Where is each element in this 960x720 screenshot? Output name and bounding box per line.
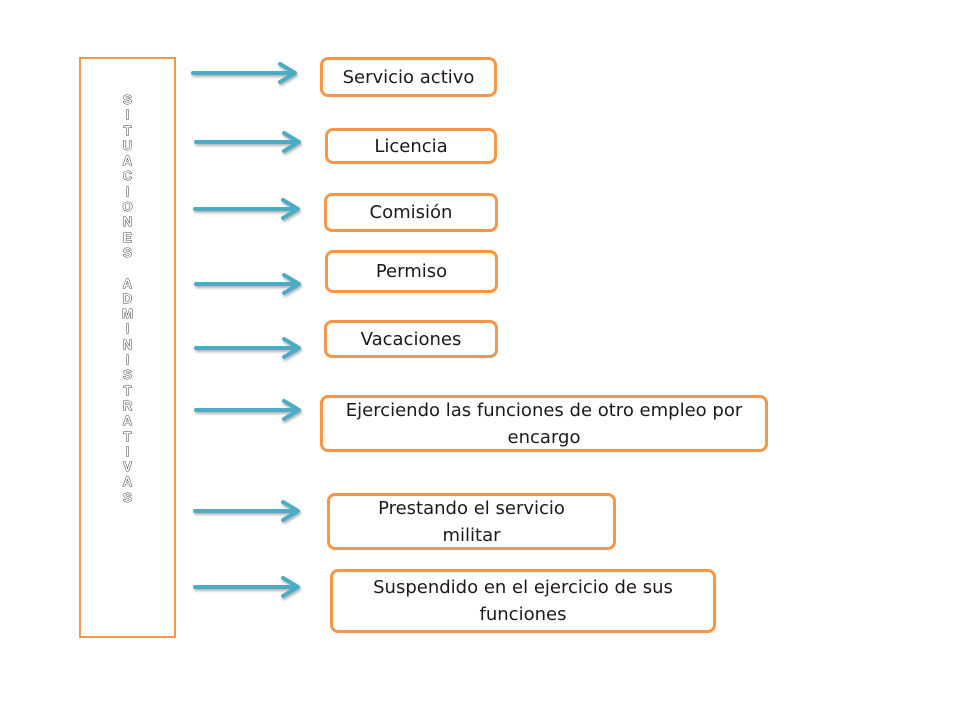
vertical-label-letter: T — [123, 428, 132, 444]
box-comision: Comisión — [324, 193, 498, 232]
vertical-label-letter: I — [125, 321, 130, 337]
vertical-label-letter: I — [125, 352, 130, 368]
vertical-label-letter: M — [122, 306, 134, 322]
box-permiso: Permiso — [325, 250, 498, 293]
arrow-suspendido — [193, 576, 300, 598]
box-licencia-label: Licencia — [374, 135, 448, 157]
vertical-label-letter: A — [122, 153, 133, 169]
box-vacaciones: Vacaciones — [324, 320, 498, 358]
box-comision-label: Comisión — [369, 202, 453, 223]
vertical-label-letter: S — [123, 92, 132, 108]
box-suspendido: Suspendido en el ejercicio de sus funcio… — [330, 569, 716, 633]
arrow-licencia — [194, 131, 301, 153]
arrow-vacaciones — [194, 337, 301, 359]
vertical-label-letter: T — [123, 122, 132, 138]
vertical-label-letter: A — [122, 474, 133, 490]
box-encargo-label: Ejerciendo las funciones de otro empleo … — [345, 399, 743, 448]
vertical-label-letter: O — [122, 199, 133, 215]
box-suspendido-label: Suspendido en el ejercicio de sus funcio… — [373, 577, 673, 625]
box-vacaciones-label: Vacaciones — [360, 328, 462, 350]
vertical-label-letter: I — [125, 107, 130, 123]
arrow-servicio-activo — [191, 62, 297, 84]
vertical-label-letter: U — [122, 137, 133, 153]
vertical-label-letter: N — [122, 214, 133, 230]
arrow-permiso — [194, 273, 301, 295]
vertical-label-letter: R — [122, 397, 133, 414]
vertical-label-letter: A — [122, 413, 133, 429]
box-permiso-label: Permiso — [375, 261, 448, 282]
vertical-label-letter: S — [123, 244, 132, 261]
vertical-label-letter — [81, 260, 174, 275]
arrow-encargo — [194, 399, 301, 421]
vertical-label-letter: D — [122, 290, 133, 306]
vertical-label-letter: I — [125, 443, 130, 459]
vertical-label-letter: S — [123, 367, 132, 383]
box-encargo: Ejerciendo las funciones de otro empleo … — [320, 395, 768, 452]
vertical-label-letter: E — [123, 229, 132, 245]
vertical-label-letter: S — [123, 489, 132, 505]
box-servicio-activo-label: Servicio activo — [342, 66, 475, 88]
vertical-label-letter: N — [122, 336, 133, 352]
vertical-label-letter: A — [122, 275, 133, 291]
box-servicio-militar-label: Prestando el servicio militar — [378, 497, 565, 546]
box-licencia: Licencia — [325, 128, 497, 164]
box-servicio-activo: Servicio activo — [320, 57, 497, 97]
vertical-label-letter: I — [125, 183, 130, 199]
vertical-label-letter: C — [122, 168, 133, 184]
arrow-servicio-militar — [193, 500, 300, 522]
vertical-label-letter: V — [123, 459, 132, 475]
arrow-comision — [193, 198, 300, 220]
box-servicio-militar: Prestando el servicio militar — [327, 493, 616, 550]
vertical-label-letter: T — [123, 382, 132, 398]
